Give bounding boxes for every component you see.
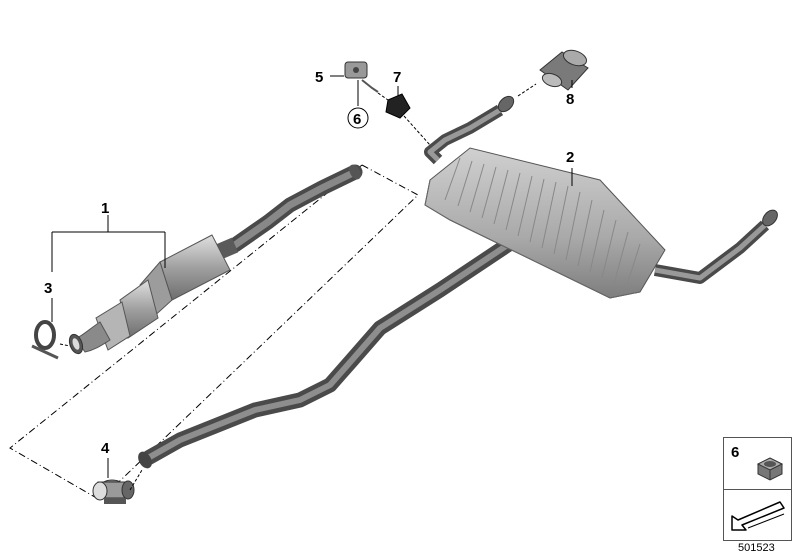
diagram-id: 501523 <box>738 542 775 554</box>
callouts: 1 2 3 4 5 6 7 8 <box>44 69 574 457</box>
callout-5: 5 <box>315 69 323 86</box>
pipe-clamp <box>92 469 143 504</box>
gasket-ring <box>31 320 71 360</box>
tailpipe-trim <box>539 49 589 91</box>
tailpipe-right <box>653 209 778 284</box>
callout-6-circle <box>347 107 369 129</box>
rear-muffler <box>424 147 666 299</box>
callout-8: 8 <box>566 91 574 108</box>
rubber-mount <box>377 92 431 146</box>
tailpipe-left <box>424 83 537 165</box>
centre-pipe <box>138 233 520 469</box>
hex-nut-icon <box>756 457 784 481</box>
legend-divider <box>724 489 791 490</box>
legend-item-number: 6 <box>731 444 740 461</box>
callout-3: 3 <box>44 280 52 297</box>
callout-1: 1 <box>101 200 109 217</box>
leader-lines <box>51 75 573 478</box>
direction-arrow-icon <box>731 501 785 531</box>
mounting-bracket <box>344 61 379 93</box>
callout-2: 2 <box>566 149 574 166</box>
front-pipe <box>227 164 363 253</box>
legend-box: 6 <box>723 437 792 541</box>
callout-7: 7 <box>393 69 401 86</box>
callout-4: 4 <box>101 440 110 457</box>
catalytic-converter <box>68 234 239 355</box>
callout-6: 6 <box>353 111 361 128</box>
assembly-outline <box>9 164 419 501</box>
